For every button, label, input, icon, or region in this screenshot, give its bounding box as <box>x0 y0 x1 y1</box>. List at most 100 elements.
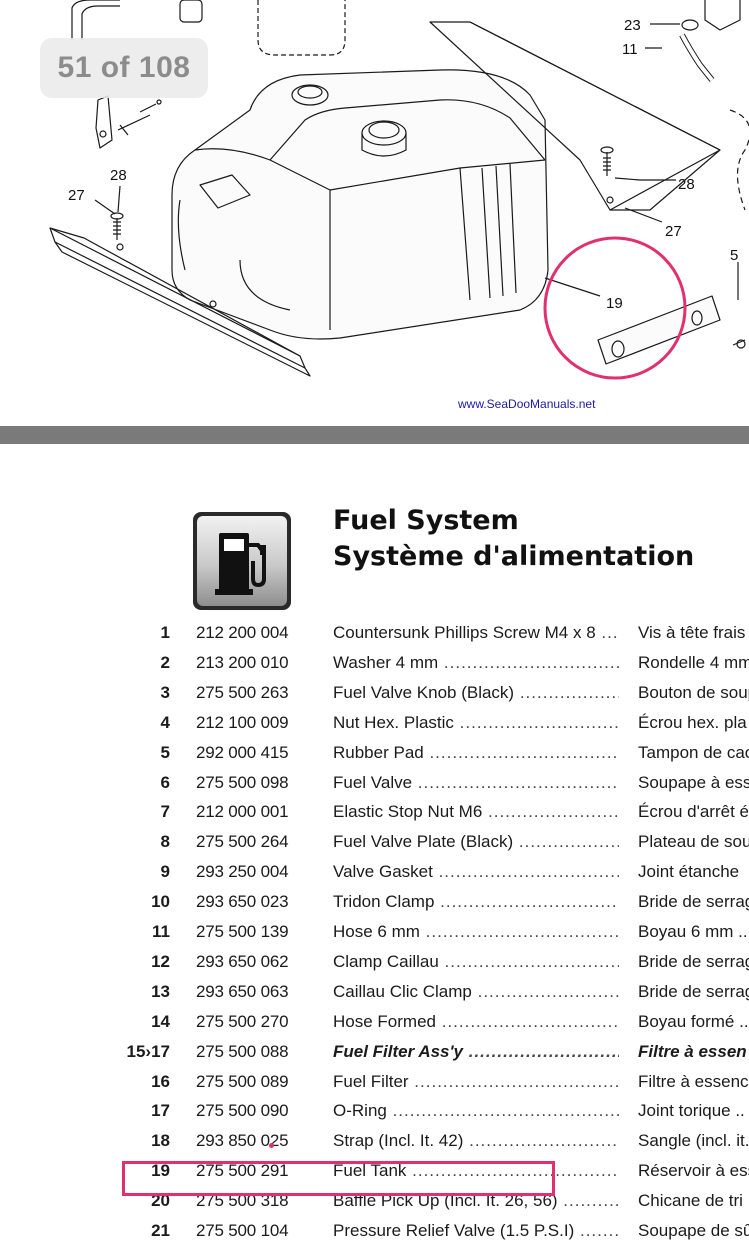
description-en: O-Ring .................................… <box>333 1101 619 1121</box>
part-number: 275 500 098 <box>196 773 316 793</box>
parts-page <box>0 444 749 1251</box>
table-row: 16 275 500 089 Fuel Filter ...............… <box>0 1072 749 1102</box>
highlight-circle-19 <box>543 236 687 380</box>
part-number: 212 000 001 <box>196 802 316 822</box>
table-row: 18 293 850 025 Strap (Incl. It. 42) ......… <box>0 1131 749 1161</box>
part-number-text: 275 500 089 <box>196 1071 289 1091</box>
item-number-text: 19 <box>151 1161 170 1181</box>
part-number: 275 500 264 <box>196 832 316 852</box>
part-number: 275 500 090 <box>196 1101 316 1121</box>
part-number: 275 500 270 <box>196 1012 316 1032</box>
description-en-text: Fuel Valve <box>333 772 413 792</box>
part-number-text: 212 100 009 <box>196 712 289 732</box>
description-en: Rubber Pad .............................… <box>333 743 619 763</box>
item-number: 5 <box>100 743 170 763</box>
dot-leader: ........................................… <box>425 922 619 941</box>
page-divider <box>0 426 749 444</box>
item-number: 16 <box>100 1072 170 1092</box>
description-en-text: Clamp Caillau <box>333 951 439 971</box>
description-en: Countersunk Phillips Screw M4 x 8 ......… <box>333 623 619 643</box>
part-number-text: 212 000 001 <box>196 802 289 822</box>
item-number: 21 <box>100 1221 170 1241</box>
dot-leader: ........................................… <box>417 772 619 792</box>
description-fr-text: Sangle (incl. it. <box>638 1131 749 1151</box>
part-number-text: 275 500 139 <box>196 922 289 941</box>
description-fr-text: Bride de serrag <box>638 951 749 971</box>
description-fr: Bride de serrag <box>638 892 749 912</box>
description-fr-text: Boyau formé .. <box>638 1011 749 1031</box>
description-en: Fuel Tank ..............................… <box>333 1161 619 1181</box>
part-number: 275 500 089 <box>196 1072 316 1092</box>
description-fr-text: Soupape de sû <box>638 1221 749 1240</box>
description-fr: Joint torique .. <box>638 1101 749 1121</box>
description-en: Valve Gasket ...........................… <box>333 862 619 882</box>
description-en: Washer 4 mm ............................… <box>333 653 619 673</box>
part-number: 293 850 025 <box>196 1131 316 1151</box>
item-number-text: 13 <box>151 981 170 1001</box>
part-number-text: 275 500 104 <box>196 1221 289 1240</box>
description-en: Caillau Clic Clamp .....................… <box>333 982 619 1002</box>
item-number-text: 7 <box>160 802 170 822</box>
description-fr: Joint étanche <box>638 862 749 882</box>
item-number: 12 <box>100 952 170 972</box>
description-en-text: Rubber Pad <box>333 742 424 762</box>
description-en-text: Fuel Filter <box>333 1071 409 1091</box>
part-number-text: 213 200 010 <box>196 652 289 672</box>
description-fr: Bouton de soup <box>638 683 749 703</box>
table-row: 11 275 500 139 Hose 6 mm .................… <box>0 922 749 952</box>
description-en: Nut Hex. Plastic .......................… <box>333 713 619 733</box>
part-number-text: 293 250 004 <box>196 862 289 882</box>
description-fr-text: Bouton de soup <box>638 682 749 702</box>
description-fr-text: Écrou hex. pla <box>638 712 747 732</box>
description-en: Clamp Caillau ..........................… <box>333 952 619 972</box>
description-fr-text: Chicane de tri <box>638 1191 743 1211</box>
description-en: Pressure Relief Valve (1.5 P.S.I) ......… <box>333 1221 619 1241</box>
description-en-text: Valve Gasket <box>333 862 433 882</box>
dot-leader: ........................................… <box>488 802 619 822</box>
callout-28-right: 28 <box>678 176 695 193</box>
description-fr-text: Vis à tête frais <box>638 623 746 642</box>
callout-5: 5 <box>730 247 738 264</box>
website-url[interactable]: www.SeaDooManuals.net <box>458 397 596 411</box>
description-en: Fuel Filter ............................… <box>333 1072 619 1092</box>
description-fr: Plateau de sou <box>638 832 749 852</box>
item-number-text: 18 <box>151 1131 170 1151</box>
description-en-text: Countersunk Phillips Screw M4 x 8 <box>333 623 596 642</box>
section-title-fr: Système d'alimentation <box>333 541 695 572</box>
part-number: 275 500 263 <box>196 683 316 703</box>
dot-leader: ........................................… <box>429 742 619 762</box>
item-number-text: 12 <box>151 951 170 971</box>
description-fr-text: Plateau de sou <box>638 832 749 852</box>
item-number: 17 <box>100 1101 170 1121</box>
dot-leader: ........................................… <box>518 832 619 852</box>
description-fr: Boyau formé .. <box>638 1012 749 1032</box>
callout-28-left: 28 <box>110 167 127 184</box>
description-en-text: Washer 4 mm <box>333 652 439 672</box>
description-en: Strap (Incl. It. 42) ...................… <box>333 1131 619 1151</box>
item-number: 11 <box>100 922 170 942</box>
description-en: Hose 6 mm ..............................… <box>333 922 619 942</box>
annotation-dot <box>269 1143 274 1148</box>
dot-leader: ........................................… <box>440 892 619 912</box>
description-fr-text: Rondelle 4 mm <box>638 652 749 672</box>
callout-27-right: 27 <box>665 223 682 240</box>
page-indicator: 51 of 108 <box>40 38 208 98</box>
description-en-text: Caillau Clic Clamp <box>333 981 472 1001</box>
description-en: Hose Formed ............................… <box>333 1012 619 1032</box>
part-number-text: 275 500 291 <box>196 1161 289 1181</box>
diagram-page: 23 11 28 27 28 27 5 19 51 of 108 www.Sea… <box>0 0 749 426</box>
dot-leader: ........................................… <box>477 981 619 1001</box>
part-number: 212 100 009 <box>196 713 316 733</box>
description-fr: Tampon de cao <box>638 743 749 763</box>
